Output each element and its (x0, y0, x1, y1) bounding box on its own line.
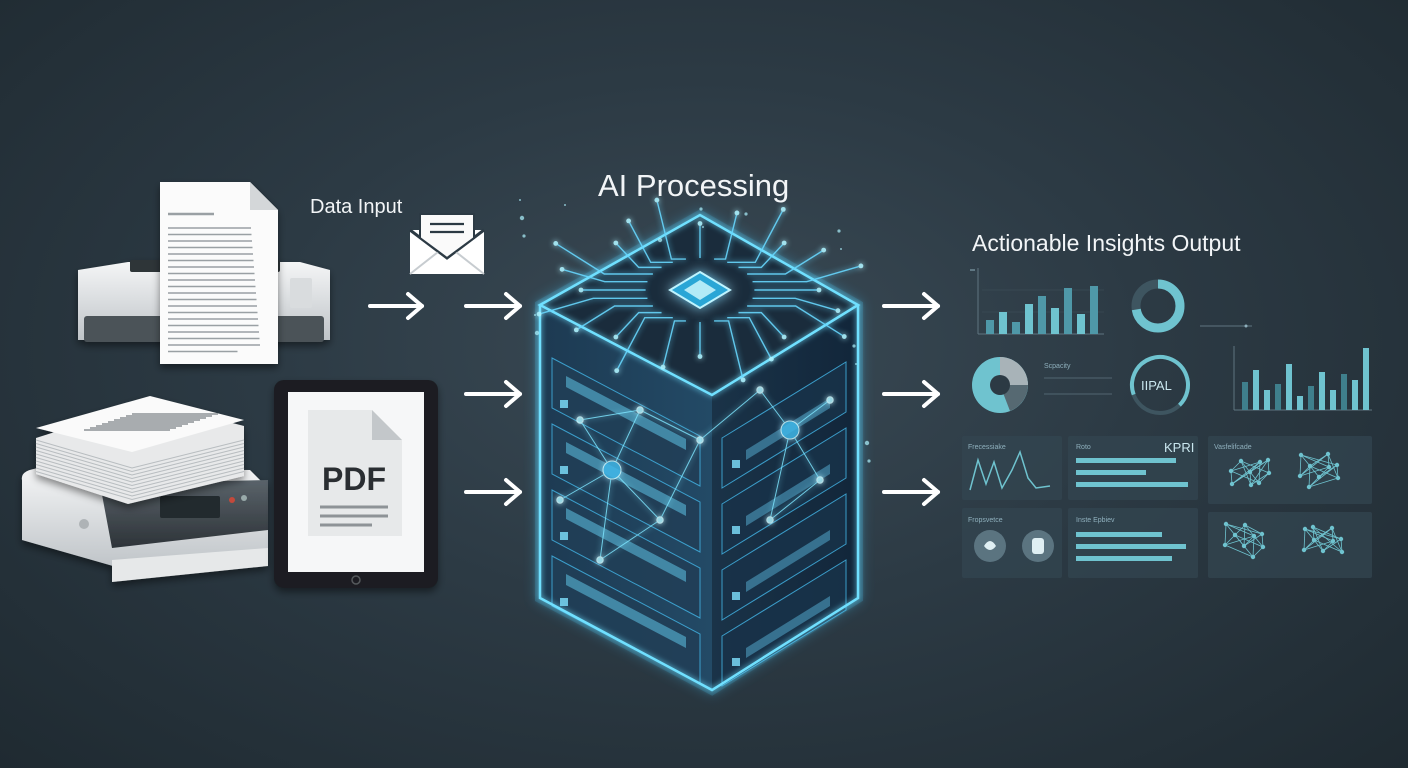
data-input-label: Data Input (310, 196, 403, 218)
svg-text:Scpacity: Scpacity (1044, 363, 1071, 370)
panel-area-chart: Frecessiake (962, 436, 1062, 500)
arrow-icon (882, 380, 940, 408)
chip-icon (668, 270, 732, 310)
arrow-icon (882, 478, 940, 506)
document-icon (160, 182, 278, 364)
bar-chart-2 (1233, 346, 1372, 411)
gauge-chart: IIPAL (1129, 355, 1190, 415)
svg-text:Frecessiake: Frecessiake (968, 444, 1006, 451)
svg-text:Inste Epbiev: Inste Epbiev (1076, 517, 1115, 524)
svg-text:Roto: Roto (1076, 444, 1091, 451)
svg-text:Fropsvetce: Fropsvetce (968, 517, 1003, 524)
pie-chart: Scpacity (972, 357, 1112, 413)
ai-processing-label: AI Processing (598, 168, 790, 203)
envelope-icon (409, 213, 485, 275)
paper-stack (35, 396, 245, 504)
scanner-icon (21, 468, 269, 582)
gauge-text: IIPAL (1141, 378, 1172, 393)
panel-bars: Roto KPRI (1068, 436, 1198, 500)
donut-chart-1 (1131, 279, 1252, 333)
server-icon (519, 197, 871, 696)
tablet-icon: PDF (274, 380, 438, 588)
insights-output-label: Actionable Insights Output (972, 230, 1241, 256)
bar-chart-1 (970, 268, 1104, 335)
kpi-text: KPRI (1164, 440, 1194, 455)
insights-dashboard: Scpacity IIPAL Frecessiake Roto KPRI (962, 268, 1372, 578)
arrow-icon (882, 292, 940, 320)
panel-network-2 (1208, 512, 1372, 578)
panel-bars-2: Inste Epbiev (1068, 508, 1198, 578)
arrow-icon (464, 380, 522, 408)
flow-arrows (368, 292, 940, 506)
arrow-icon (464, 478, 522, 506)
panel-icons: Fropsvetce (962, 508, 1062, 578)
pdf-label: PDF (322, 461, 386, 497)
panel-network-1: Vasfelifcade (1208, 436, 1372, 504)
arrow-icon (464, 292, 522, 320)
arrow-icon (368, 292, 424, 320)
svg-text:Vasfelifcade: Vasfelifcade (1214, 444, 1252, 451)
